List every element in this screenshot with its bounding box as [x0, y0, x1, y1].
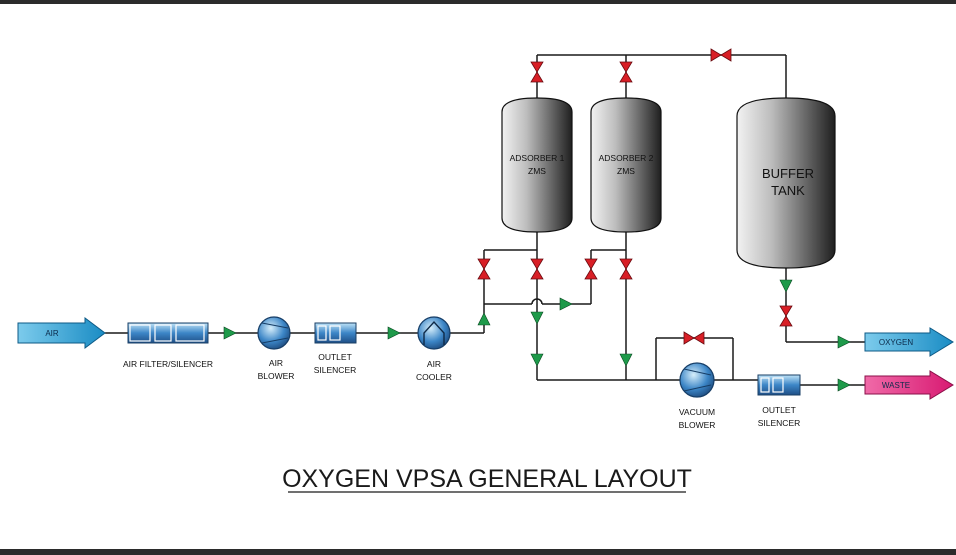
adsorber-2-label-1: ADSORBER 2	[599, 153, 654, 163]
valve-buffer-outlet	[779, 305, 793, 327]
oxygen-outlet-arrow: OXYGEN	[864, 327, 954, 357]
waste-outlet-label: WASTE	[882, 381, 910, 390]
outlet-silencer-1-label-2: SILENCER	[314, 365, 357, 375]
valve-top-header	[710, 48, 732, 62]
valve-adsorber-2-bottom	[619, 258, 633, 280]
adsorber-1-label-2: ZMS	[528, 166, 546, 176]
title-text: OXYGEN VPSA GENERAL LAYOUT	[282, 465, 692, 493]
outlet-silencer-1-label-1: OUTLET	[318, 352, 352, 362]
flow-arrows	[223, 279, 851, 392]
valve-adsorber-1-top	[530, 61, 544, 83]
air-cooler: AIR COOLER	[416, 316, 452, 382]
outlet-silencer-1: OUTLET SILENCER	[314, 322, 357, 375]
air-filter-label: AIR FILTER/SILENCER	[123, 359, 213, 369]
diagram-title: OXYGEN VPSA GENERAL LAYOUT	[282, 465, 692, 493]
bottom-border	[0, 549, 956, 555]
outlet-silencer-2: OUTLET SILENCER	[757, 374, 801, 428]
top-border	[0, 0, 956, 4]
adsorber-1-label-1: ADSORBER 1	[510, 153, 565, 163]
valve-vacuum-bypass	[683, 331, 705, 345]
adsorber-2-label-2: ZMS	[617, 166, 635, 176]
vacuum-blower-label-1: VACUUM	[679, 407, 715, 417]
valve-adsorber-1-bottom	[530, 258, 544, 280]
adsorber-2: ADSORBER 2 ZMS	[590, 97, 662, 233]
oxygen-outlet-label: OXYGEN	[879, 338, 913, 347]
air-blower: AIR BLOWER	[257, 316, 295, 381]
vacuum-blower-label-2: BLOWER	[679, 420, 716, 430]
waste-outlet-arrow: WASTE	[864, 370, 954, 400]
air-inlet-arrow: AIR	[17, 317, 106, 349]
air-cooler-label-1: AIR	[427, 359, 441, 369]
air-blower-label-1: AIR	[269, 358, 283, 368]
buffer-tank-label-1: BUFFER	[762, 166, 814, 181]
buffer-tank: BUFFER TANK	[736, 97, 836, 269]
air-cooler-label-2: COOLER	[416, 372, 452, 382]
buffer-tank-label-2: TANK	[771, 183, 805, 198]
adsorber-1: ADSORBER 1 ZMS	[501, 97, 573, 233]
air-filter-silencer: AIR FILTER/SILENCER	[123, 322, 213, 369]
valve-feed-right	[584, 258, 598, 280]
outlet-silencer-2-label-1: OUTLET	[762, 405, 796, 415]
air-blower-label-2: BLOWER	[258, 371, 295, 381]
air-inlet-label: AIR	[45, 329, 59, 338]
vacuum-blower: VACUUM BLOWER	[679, 362, 716, 430]
valve-feed-left	[477, 258, 491, 280]
outlet-silencer-2-label-2: SILENCER	[758, 418, 801, 428]
valve-adsorber-2-top	[619, 61, 633, 83]
valves	[477, 48, 793, 345]
